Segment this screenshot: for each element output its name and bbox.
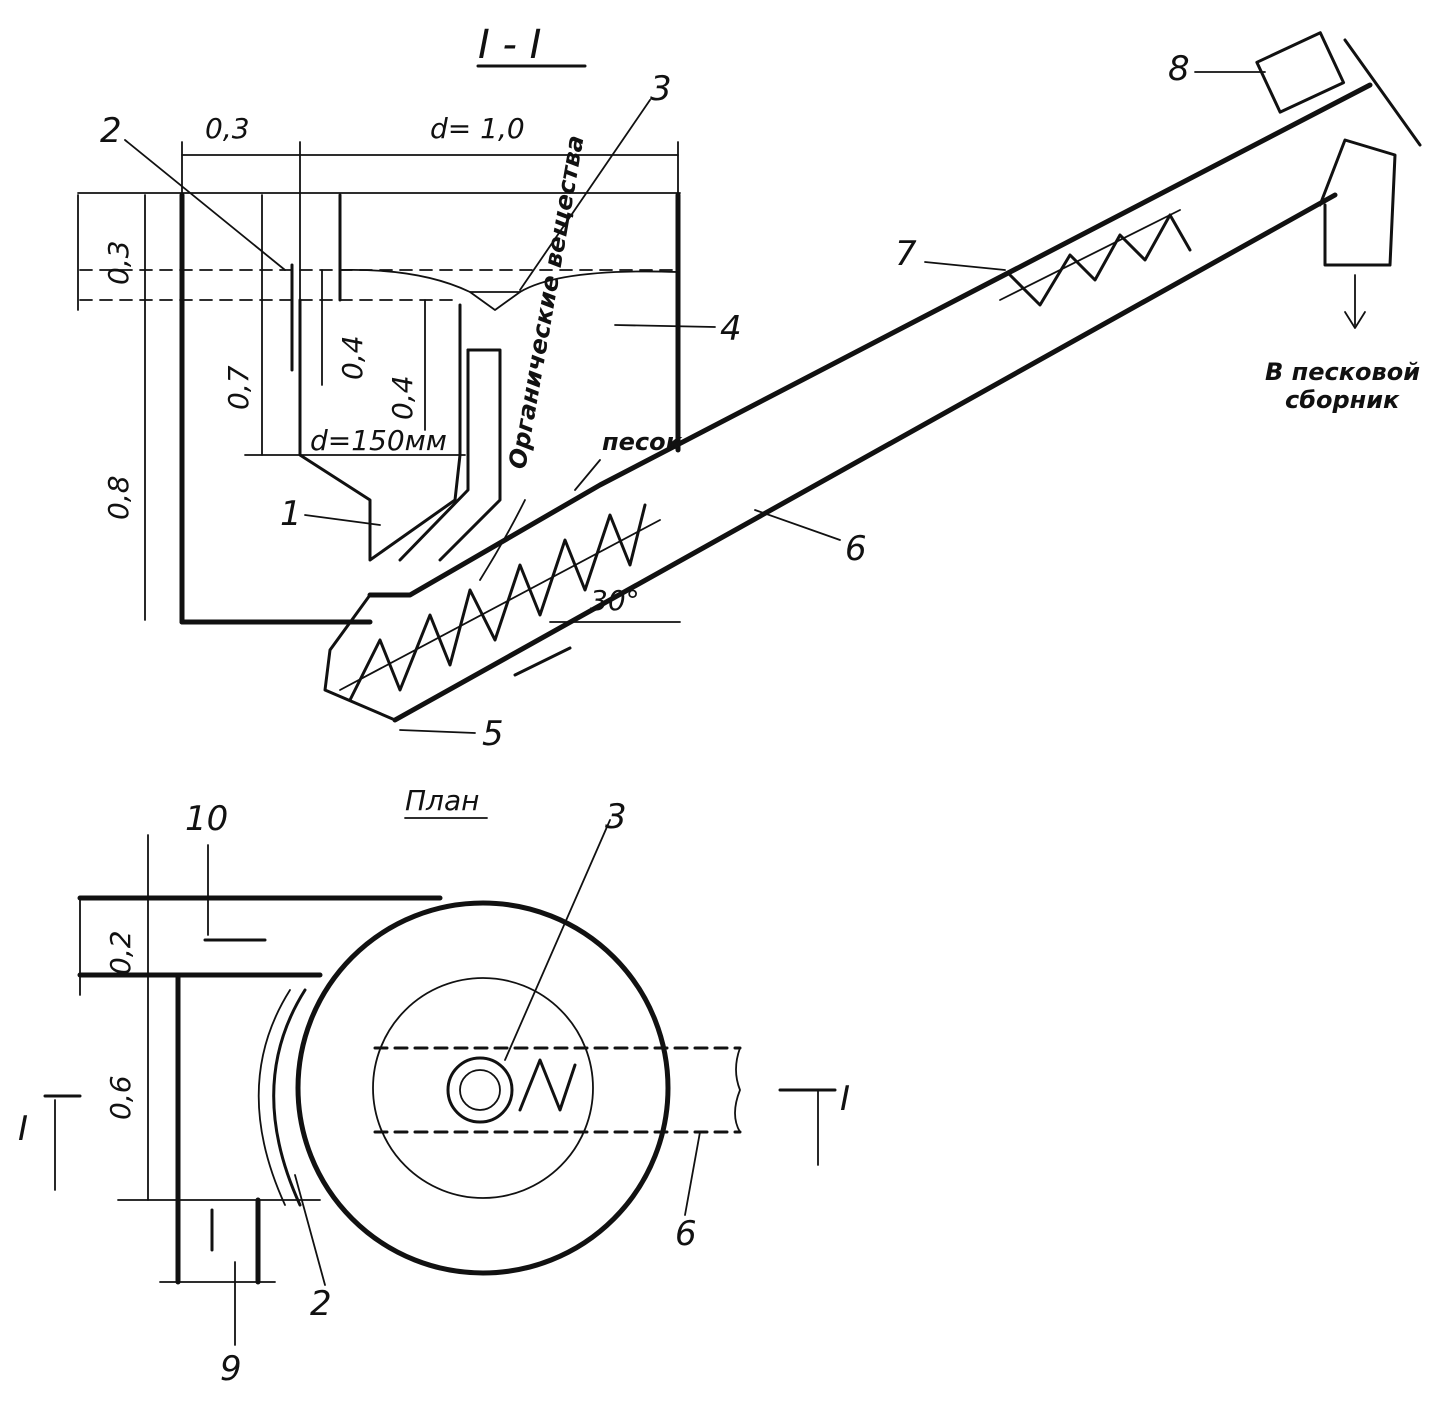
weir-3 bbox=[469, 291, 521, 311]
sand-outlet-arrowhead bbox=[1344, 311, 1366, 329]
water-surface bbox=[339, 268, 679, 293]
label-4: 4 bbox=[720, 309, 742, 349]
plan-baffle-2 bbox=[272, 988, 307, 1207]
section-view: I - I 0,3 d= 1,0 0,3 0,8 0,7 0,4 0,4 bbox=[77, 22, 1422, 754]
section-mark-right-label: I bbox=[840, 1079, 850, 1119]
angle-label: 30° bbox=[590, 584, 640, 617]
label-10: 10 bbox=[185, 799, 228, 839]
dim-body-width: 0,6 bbox=[104, 1075, 137, 1120]
label-6-plan: 6 bbox=[675, 1214, 697, 1254]
center-pipe-inner bbox=[459, 1069, 501, 1111]
dim-top-height: 0,3 bbox=[102, 240, 135, 285]
screw-direction-arrow bbox=[513, 646, 572, 677]
label-9: 9 bbox=[220, 1349, 242, 1389]
screw-flights bbox=[348, 503, 647, 702]
screw-housing-end bbox=[323, 593, 397, 722]
screw-shaft bbox=[339, 519, 661, 691]
label-6: 6 bbox=[845, 529, 867, 569]
screw-shaft-upper bbox=[999, 209, 1181, 301]
section-mark-left-label: I bbox=[18, 1109, 28, 1149]
label-2: 2 bbox=[100, 111, 122, 151]
sand-flow-arrow bbox=[574, 459, 601, 491]
tank-inner-circle bbox=[372, 977, 594, 1199]
note-sand: песок bbox=[602, 428, 683, 456]
note-sand-collector-1: В песковой bbox=[1265, 358, 1420, 386]
label-1: 1 bbox=[280, 494, 302, 534]
plan-screw-flights bbox=[518, 1058, 577, 1112]
screw-channel-break bbox=[734, 1047, 741, 1133]
label-8: 8 bbox=[1168, 49, 1190, 89]
label-3: 3 bbox=[650, 69, 672, 109]
pipe-diameter: d=150мм bbox=[310, 424, 447, 457]
plan-title: План bbox=[405, 784, 479, 817]
dim-a: 0,4 bbox=[336, 335, 369, 380]
label-2-plan: 2 bbox=[310, 1284, 332, 1324]
dim-inner-height: 0,7 bbox=[222, 365, 255, 410]
tank-outer-circle bbox=[295, 900, 671, 1276]
label-3-plan: 3 bbox=[605, 797, 627, 837]
screw-housing-top bbox=[367, 82, 1373, 598]
label-7: 7 bbox=[895, 234, 917, 274]
section-title: I - I bbox=[478, 22, 541, 68]
dim-left-width: 0,3 bbox=[205, 112, 250, 145]
dim-total-height: 0,8 bbox=[102, 475, 135, 520]
label-5: 5 bbox=[482, 714, 504, 754]
dim-inlet-width: 0,2 bbox=[104, 930, 137, 975]
center-pipe-outer bbox=[446, 1056, 514, 1124]
organic-flow-arrow bbox=[479, 499, 526, 581]
sand-outlet-box bbox=[1318, 138, 1397, 267]
plan-view: План 10 0,2 0,6 9 I I 2 bbox=[18, 784, 850, 1389]
motor-8 bbox=[1255, 31, 1346, 114]
screw-housing-bottom bbox=[392, 192, 1338, 723]
organic-outlet-pipe bbox=[438, 348, 502, 562]
dim-b: 0,4 bbox=[386, 375, 419, 420]
screw-flights-upper bbox=[1008, 213, 1192, 307]
note-sand-collector-2: сборник bbox=[1285, 386, 1400, 414]
motor-drive-plate bbox=[1343, 38, 1422, 147]
dim-diameter: d= 1,0 bbox=[430, 112, 525, 145]
note-organic: Органические вещества bbox=[503, 133, 589, 471]
organic-outlet-pipe-inner bbox=[398, 348, 470, 562]
